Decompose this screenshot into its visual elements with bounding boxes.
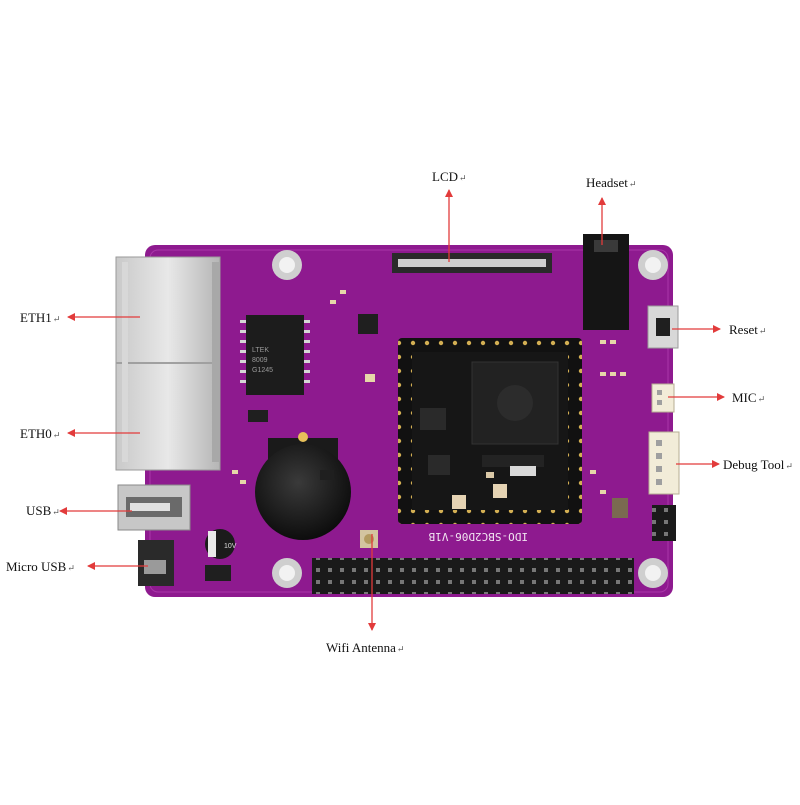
label-eth1: ETH1↵ (20, 310, 61, 325)
label-lcd: LCD↵ (432, 169, 467, 184)
coin-cell-battery (255, 432, 351, 540)
jumper-header (652, 505, 676, 541)
ethernet-jack (115, 256, 221, 471)
label-micro-usb: Micro USB↵ (6, 559, 75, 574)
wifi-antenna-connector (360, 530, 378, 548)
mounting-hole-bl (272, 558, 302, 588)
reset-button (647, 305, 679, 349)
core-module (398, 338, 582, 524)
board-silkscreen: IDO-SBC2D06-V1B (428, 530, 528, 543)
chip-text-top: LTEK (252, 347, 269, 354)
callout-arrows (59, 189, 725, 631)
debug-connector (648, 431, 680, 495)
chip-text-bot: G1245 (252, 367, 273, 374)
cap-text: 10V (224, 543, 237, 550)
label-usb: USB↵ (26, 503, 60, 518)
capacitor: 10V (205, 529, 237, 559)
label-wifi-antenna: Wifi Antenna↵ (326, 640, 405, 655)
label-reset: Reset↵ (729, 322, 767, 337)
label-headset: Headset↵ (586, 175, 637, 190)
mounting-hole-br (638, 558, 668, 588)
mounting-hole-tl (272, 250, 302, 280)
lcd-connector (392, 253, 552, 273)
label-eth0: ETH0↵ (20, 426, 61, 441)
mounting-hole-tr (638, 250, 668, 280)
gpio-header (312, 558, 634, 594)
ethernet-chip: LTEK 8009 G1245 (246, 315, 304, 395)
mic-connector (651, 383, 675, 413)
headset-jack (583, 234, 629, 330)
chip-text-mid: 8009 (252, 357, 268, 364)
label-mic: MIC↵ (732, 390, 766, 405)
usb-port (117, 484, 191, 531)
micro-usb-port (138, 540, 174, 586)
label-debug-tool: Debug Tool↵ (723, 457, 793, 472)
